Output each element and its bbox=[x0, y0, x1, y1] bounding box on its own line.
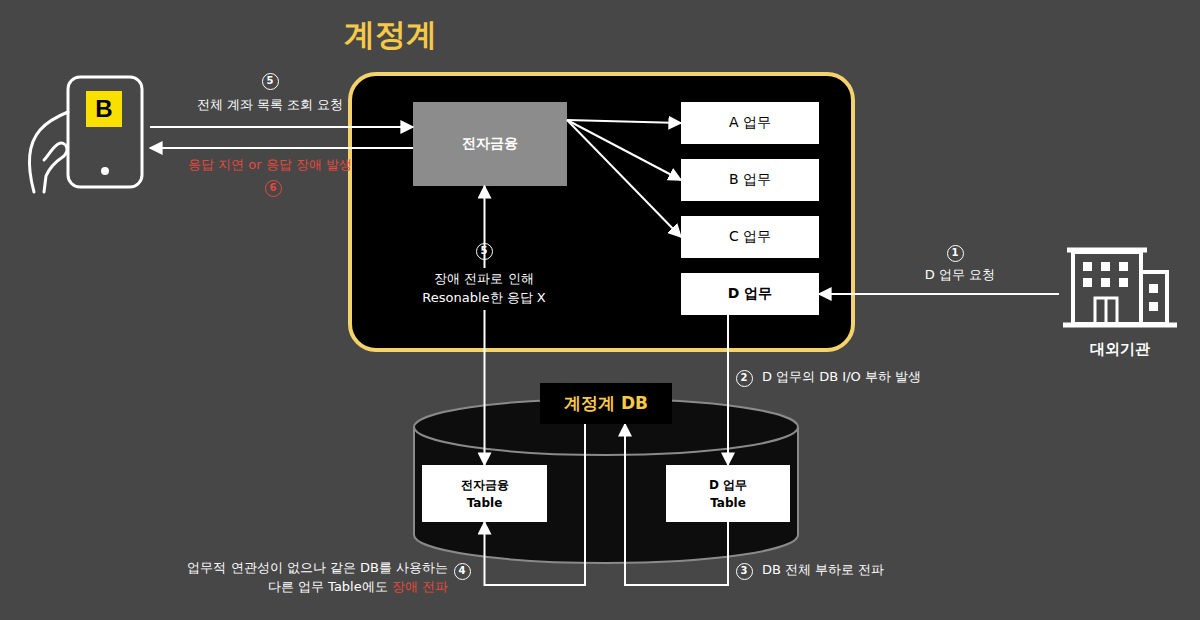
table-box: 전자금융 Table bbox=[422, 465, 547, 522]
thumb-outline bbox=[44, 143, 67, 192]
table-label: 전자금융 Table bbox=[454, 476, 516, 512]
database-label: 계정계 DB bbox=[540, 383, 672, 424]
edge-label: 응답 지연 or 응답 장애 발생 bbox=[188, 156, 352, 175]
box-label: B 업무 bbox=[729, 171, 771, 189]
edge-label: DB 전체 부하로 전파 bbox=[762, 561, 884, 580]
edge-label: 장애 전파로 인해 Resonable한 응답 X bbox=[405, 268, 563, 310]
callout-number: 6 bbox=[265, 180, 282, 197]
highlight-text: 장애 전파 bbox=[392, 579, 448, 594]
phone-icon: B bbox=[66, 75, 144, 189]
database-cylinder: 계정계 DB전자금융 TableD 업무 Table bbox=[412, 397, 800, 565]
building-label: 대외기관 bbox=[1055, 340, 1185, 359]
box-label: D 업무 bbox=[728, 285, 773, 303]
table-label: D 업무 Table bbox=[697, 476, 759, 512]
hand-outline bbox=[29, 112, 68, 192]
callout-number: 5 bbox=[262, 73, 279, 90]
table-box: D 업무 Table bbox=[666, 465, 790, 522]
callout-number: 2 bbox=[736, 370, 753, 387]
box-label: A 업무 bbox=[729, 114, 771, 132]
callout-number: 3 bbox=[736, 563, 753, 580]
region-title: 계정계 bbox=[344, 14, 437, 56]
process-box: A 업무 bbox=[681, 102, 819, 144]
edge-label: 전체 계좌 목록 조회 요청 bbox=[197, 96, 344, 115]
building-icon: 대외기관 bbox=[1055, 240, 1185, 365]
process-box: C 업무 bbox=[681, 216, 819, 258]
connector-arrow bbox=[819, 293, 1059, 295]
edge-label: D 업무 요청 bbox=[925, 266, 995, 285]
app-logo: B bbox=[86, 91, 122, 127]
box-label: 전자금융 bbox=[462, 135, 518, 153]
callout-number: 5 bbox=[476, 243, 493, 260]
callout-number: 4 bbox=[454, 563, 471, 580]
edge-label: 업무적 연관성이 없으나 같은 DB를 사용하는 다른 업무 Table에도 장… bbox=[186, 559, 448, 597]
process-box: B 업무 bbox=[681, 159, 819, 201]
process-box: D 업무 bbox=[681, 273, 819, 315]
edge-label: D 업무의 DB I/O 부하 발생 bbox=[762, 368, 921, 387]
callout-number: 1 bbox=[947, 245, 964, 262]
system-region: 계정계전자금융A 업무B 업무C 업무D 업무 bbox=[348, 72, 855, 352]
process-box: 전자금융 bbox=[413, 102, 567, 186]
box-label: C 업무 bbox=[729, 228, 771, 246]
